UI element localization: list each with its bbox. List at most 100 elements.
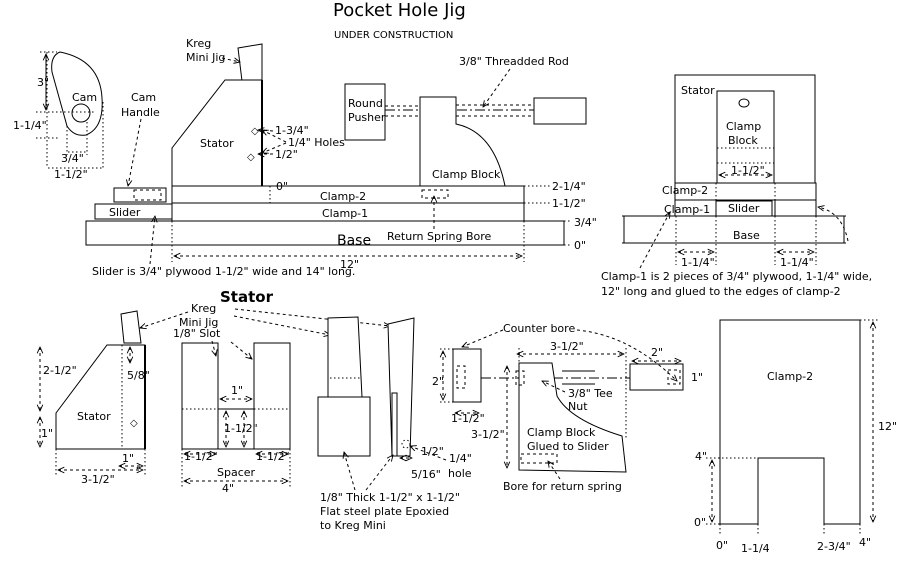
- round-pusher: [344, 83, 386, 141]
- height-0: 0": [574, 239, 586, 252]
- sp-1-1-2: 1-1/2": [224, 422, 258, 435]
- clamp2-label: Clamp-2: [767, 370, 813, 383]
- sp-right: 1-1/2": [256, 450, 290, 463]
- return-spring-bore-label: Return Spring Bore: [387, 230, 492, 243]
- clamp1-label: Clamp-1: [322, 207, 368, 220]
- stator-label: Stator: [200, 137, 234, 150]
- end-note-leader: [639, 212, 670, 269]
- rod-hole-end: [738, 98, 750, 108]
- detail-stator-label: Stator: [77, 410, 111, 423]
- slot-label: 1/8" Slot: [173, 327, 221, 340]
- hole-label: hole: [448, 467, 472, 480]
- page-title: Pocket Hole Jig: [333, 0, 466, 21]
- tee-nut-leader: [542, 381, 566, 393]
- slot-leader: [212, 340, 216, 356]
- w-3-1-2: 3-1/2": [81, 473, 115, 486]
- cb-h-1-1-2: 1-1/2": [451, 412, 485, 425]
- clamp2-end: [674, 182, 817, 201]
- holes-leader: [262, 130, 287, 143]
- stator-mini-jig-label: Mini Jig: [179, 316, 218, 329]
- cam-block-inner: [133, 189, 162, 201]
- end-clamp-block-label: Block: [728, 134, 758, 147]
- end-clamp-block-label: Clamp: [726, 120, 761, 133]
- hole-marker: ◇: [251, 126, 259, 137]
- detail-hole-marker: ◇: [130, 418, 138, 429]
- kreg-label: Kreg: [186, 37, 211, 50]
- p-1-4: 1/4": [449, 452, 472, 465]
- clamp2-detail: Clamp-2 12" 4" 0" 0" 1-1/4 2-3/4" 4": [694, 319, 897, 555]
- end-clamp2-label: Clamp-2: [662, 184, 708, 197]
- round-label: Round: [348, 97, 383, 110]
- sp-1: 1": [231, 384, 243, 397]
- return-spring-bore: [520, 453, 558, 464]
- slider-note-leader: [149, 216, 155, 265]
- kreg-detail-leader: [233, 315, 330, 335]
- counter-bore-leader: [576, 329, 677, 381]
- slot-leader: [230, 341, 252, 359]
- cb-w-2: 2": [651, 346, 663, 359]
- steel-plate-side: [391, 392, 398, 457]
- dim-1-2: 1/2": [275, 148, 298, 161]
- kreg-detail-leader: [234, 308, 390, 326]
- clamp2-h-0: 0": [694, 516, 706, 529]
- clamp-block-detail: 2" 1-1/2" Counter bore 3-1/2" 2" 1" 3/8"…: [432, 322, 703, 493]
- clamp2-w-2-3-4: 2-3/4": [817, 540, 851, 553]
- cb-h-3-1-2: 3-1/2": [471, 428, 505, 441]
- return-bore-label: Bore for return spring: [503, 480, 622, 493]
- end-note-leader: [818, 207, 849, 242]
- end-view: Stator Clamp Block 1-1/2" Clamp-2 Clamp-…: [601, 74, 872, 298]
- hole-leader: [410, 446, 447, 461]
- clamp-block-label: Clamp Block: [527, 426, 596, 439]
- cam-detail: 3" Cam Cam Handle 1-1/4" 3/4" 1-1/2": [13, 51, 160, 186]
- kreg-detail-leader: [140, 311, 189, 328]
- clamp2-label: Clamp-2: [320, 190, 366, 203]
- cam-dim-3: 3": [37, 76, 49, 89]
- detail-front-left: [181, 342, 219, 450]
- end-note-1: Clamp-1 is 2 pieces of 3/4" plywood, 1-1…: [601, 270, 872, 283]
- plate-note-2: Flat steel plate Epoxied: [320, 505, 449, 518]
- cb-h-1: 1": [691, 371, 703, 384]
- clamp1-end-right: [774, 199, 817, 217]
- handle-bore: [667, 369, 681, 385]
- holes-leader: [262, 142, 287, 153]
- clamp2-w-4: 4": [859, 536, 871, 549]
- cam-handle-label: Handle: [121, 106, 160, 119]
- clamp2-w-1-1-4: 1-1/4: [741, 542, 770, 555]
- end-width-1-1-2: 1-1/2": [731, 164, 765, 177]
- tee-nut-label: Nut: [568, 400, 588, 413]
- height-1-1-2: 1-1/2": [552, 197, 586, 210]
- tee-nut-label: 3/8" Tee: [568, 387, 613, 400]
- clamp-block-side: [419, 96, 506, 187]
- clamp-block-label: Glued to Slider: [527, 440, 609, 453]
- plate-leader: [344, 452, 356, 491]
- clamp2-h-12: 12": [878, 420, 897, 433]
- holes-label: 1/4" Holes: [288, 136, 345, 149]
- rod-handle-detail: [629, 363, 684, 391]
- end-base-label: Base: [733, 229, 760, 242]
- detail-stator: [55, 344, 146, 450]
- rod-handle: [533, 97, 587, 125]
- steel-plate-front: [317, 396, 371, 457]
- base-side: [85, 220, 565, 246]
- p-1-2: 1/2": [421, 445, 444, 458]
- threaded-rod-label: 3/8" Threadded Rod: [459, 55, 569, 68]
- end-dim-right: 1-1/4": [780, 256, 814, 269]
- stator-side: [171, 79, 263, 187]
- end-slider-label: Slider: [728, 202, 760, 215]
- slider-note: Slider is 3/4" plywood 1-1/2" wide and 1…: [92, 265, 355, 278]
- counter-bore: [456, 365, 466, 389]
- stator-detail: Stator Kreg Mini Jig 1/8" Slot Stator ◇ …: [40, 288, 472, 532]
- h-5-8: 5/8": [127, 369, 150, 382]
- detail-front-right: [253, 342, 291, 450]
- plate-note-3: to Kreg Mini: [320, 519, 386, 532]
- height-2-1-4: 2-1/4": [552, 180, 586, 193]
- threaded-rod-leader: [483, 68, 511, 107]
- cam-label: Cam: [72, 91, 97, 104]
- cam-handle-leader: [128, 118, 142, 186]
- clamp2-w-0: 0": [716, 539, 728, 552]
- end-dim-left: 1-1/4": [681, 256, 715, 269]
- length-12: 12": [340, 258, 359, 271]
- clamp-block-profile: [518, 362, 627, 473]
- h-1: 1": [41, 427, 53, 440]
